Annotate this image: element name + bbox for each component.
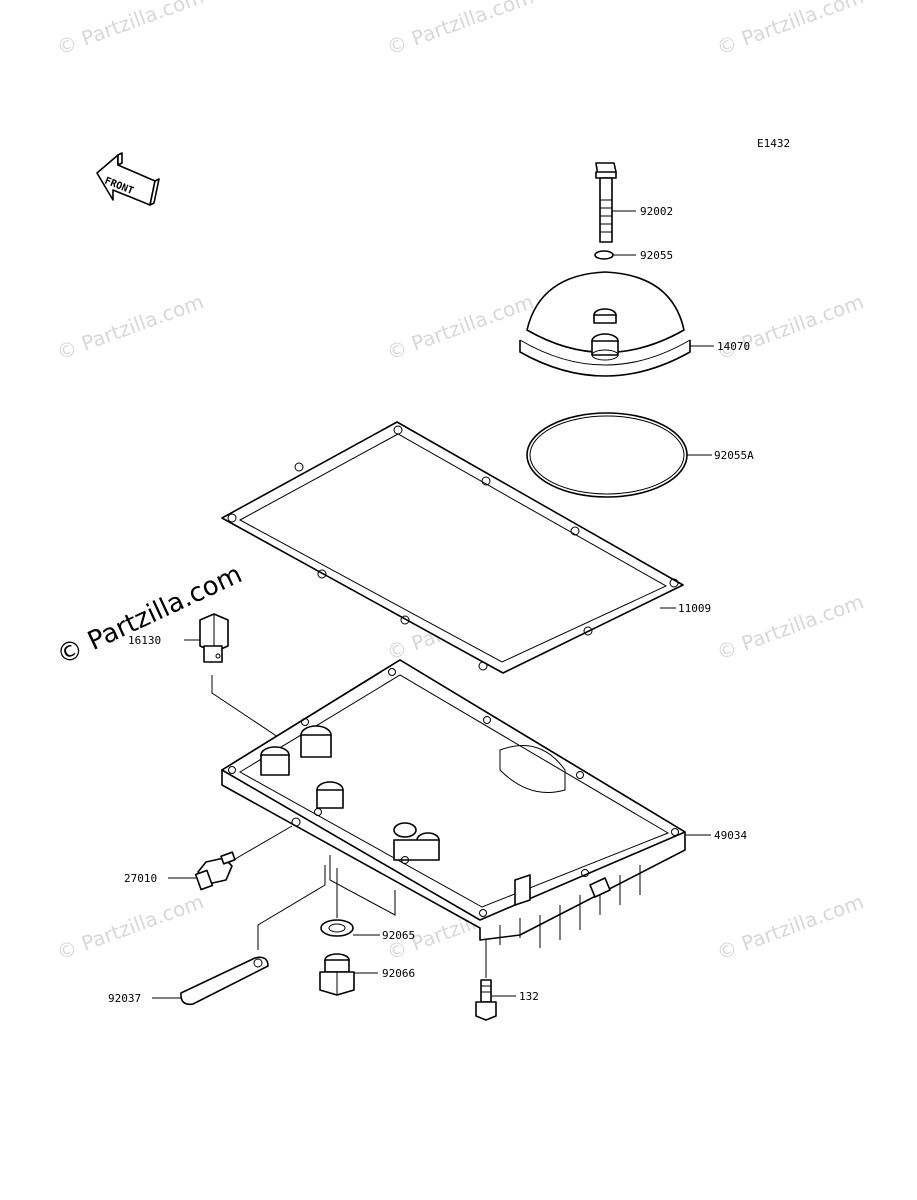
part-49034-oil-pan[interactable] bbox=[221, 659, 686, 948]
label-11009[interactable]: 11009 bbox=[678, 602, 711, 615]
part-11009-gasket[interactable] bbox=[221, 421, 684, 674]
part-92065-washer[interactable] bbox=[320, 919, 354, 937]
label-132[interactable]: 132 bbox=[519, 990, 539, 1003]
part-132-bolt[interactable] bbox=[475, 979, 497, 1021]
label-49034[interactable]: 49034 bbox=[714, 829, 747, 842]
label-92037[interactable]: 92037 bbox=[108, 992, 141, 1005]
label-92002[interactable]: 92002 bbox=[640, 205, 673, 218]
part-92037-plate[interactable] bbox=[180, 956, 269, 1006]
diagram-code: E1432 bbox=[757, 137, 790, 150]
part-92055A-o-ring[interactable] bbox=[526, 412, 688, 498]
part-14070-cover[interactable] bbox=[519, 271, 691, 377]
part-92002-bolt[interactable] bbox=[595, 162, 617, 243]
part-27010-switch[interactable] bbox=[194, 851, 236, 891]
label-92066[interactable]: 92066 bbox=[382, 967, 415, 980]
label-16130[interactable]: 16130 bbox=[128, 634, 161, 647]
label-14070[interactable]: 14070 bbox=[717, 340, 750, 353]
watermark: © Partzilla.com bbox=[54, 0, 207, 60]
watermark: © Partzilla.com bbox=[54, 289, 207, 364]
part-16130-fitting[interactable] bbox=[199, 613, 229, 663]
front-arrow-icon: FRONT bbox=[96, 152, 160, 206]
watermark: © Partzilla.com bbox=[384, 289, 537, 364]
part-92055-o-ring[interactable] bbox=[594, 250, 614, 260]
part-92066-drain-plug[interactable] bbox=[319, 953, 355, 996]
watermark: © Partzilla.com bbox=[714, 0, 867, 60]
watermark: © Partzilla.com bbox=[714, 889, 867, 964]
label-27010[interactable]: 27010 bbox=[124, 872, 157, 885]
watermark: © Partzilla.com bbox=[714, 589, 867, 664]
watermark: © Partzilla.com bbox=[54, 889, 207, 964]
watermark: © Partzilla.com bbox=[384, 0, 537, 60]
label-92055[interactable]: 92055 bbox=[640, 249, 673, 262]
watermark: © Partzilla.com bbox=[714, 289, 867, 364]
label-92065[interactable]: 92065 bbox=[382, 929, 415, 942]
label-92055A[interactable]: 92055A bbox=[714, 449, 754, 462]
